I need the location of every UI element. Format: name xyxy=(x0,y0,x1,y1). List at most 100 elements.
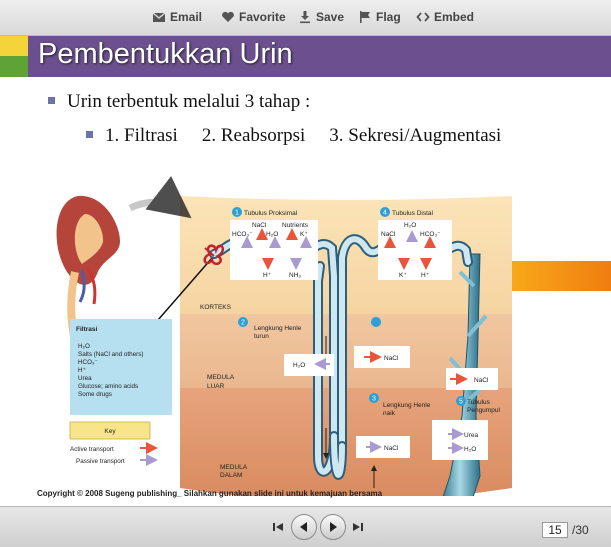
diagram-label: HCO₃⁻ xyxy=(232,231,253,238)
diagram-label: NaCl xyxy=(252,222,267,229)
filtrasi-box xyxy=(70,319,172,415)
distal-box xyxy=(378,220,452,280)
envelope-icon xyxy=(152,12,166,22)
favorite-label: Favorite xyxy=(239,10,286,24)
nephron-diagram: 1 2 3 4 5 Tubulus Proksimal Tubulus Dist… xyxy=(56,176,512,496)
label-tubulus-pengumpul-1: Tubulus xyxy=(467,399,491,406)
embed-label: Embed xyxy=(434,10,475,24)
label-medula-luar-1: MEDULA xyxy=(207,374,235,381)
flag-icon xyxy=(360,11,370,23)
diagram-label: HCO₃⁻ xyxy=(420,231,441,238)
save-button[interactable]: Save xyxy=(298,10,344,24)
diagram-label: NaCl xyxy=(381,231,396,238)
title-bar: Pembentukkan Urin xyxy=(0,36,611,77)
last-slide-button[interactable] xyxy=(351,518,365,536)
filtrasi-title: Filtrasi xyxy=(76,326,98,333)
step-number-3: 3 xyxy=(372,396,376,403)
label-tubulus-proksimal: Tubulus Proksimal xyxy=(244,210,298,217)
diagram-label: NaCl xyxy=(384,355,399,362)
bullet-steps: 1. Filtrasi 2. Reabsorpsi 3. Sekresi/Augme… xyxy=(86,125,501,147)
key-title: Key xyxy=(104,428,116,435)
arrow-right-icon xyxy=(330,522,337,532)
label-tubulus-pengumpul-2: Pengumpul xyxy=(467,407,500,414)
pointer-arrow xyxy=(128,176,192,219)
diagram-label: HCO₃⁻ xyxy=(78,359,98,366)
step-number-1: 1 xyxy=(235,210,239,217)
diagram-label: K⁺ xyxy=(399,272,407,279)
label-lengkung-turun-2: turun xyxy=(254,333,269,340)
arrow-left-icon xyxy=(300,522,307,532)
total-pages: /30 xyxy=(572,523,589,537)
bullet-square-icon xyxy=(48,97,55,105)
title-accent-green xyxy=(0,56,28,77)
current-page-field[interactable]: 15 xyxy=(542,522,568,538)
diagram-label: Glucose; amino acids xyxy=(78,383,138,390)
label-lengkung-naik-2: naik xyxy=(383,410,396,417)
diagram-label: Urea xyxy=(464,432,478,439)
diagram-label: H₂O xyxy=(404,222,416,229)
glomerulus xyxy=(203,244,225,266)
diagram-label: Salts (NaCl and others) xyxy=(78,351,143,358)
previous-slide-button[interactable] xyxy=(291,514,317,540)
title-accent-yellow xyxy=(0,36,28,56)
skip-back-icon xyxy=(273,523,283,531)
diagram-label: H⁺ xyxy=(263,272,272,279)
kidney-illustration xyxy=(56,195,120,337)
label-medula-dalam-1: MEDULA xyxy=(220,464,248,471)
bullet-square-icon xyxy=(86,131,93,139)
heart-icon xyxy=(222,11,234,22)
flag-button[interactable]: Flag xyxy=(358,10,401,24)
key-box xyxy=(69,421,151,440)
embed-button[interactable]: Embed xyxy=(416,10,474,24)
step-number-5: 5 xyxy=(459,399,463,406)
key-active: Active transport xyxy=(70,446,114,453)
slide-title: Pembentukkan Urin xyxy=(38,38,293,70)
diagram-label: H⁺ xyxy=(421,272,430,279)
step-reabsorpsi: 2. Reabsorpsi xyxy=(201,125,306,146)
step-marker-1 xyxy=(232,207,242,217)
email-button[interactable]: Email xyxy=(152,10,202,24)
step-number-4: 4 xyxy=(383,210,387,217)
label-korteks: KORTEKS xyxy=(200,304,232,311)
first-slide-button[interactable] xyxy=(271,518,285,536)
glomerulus-pointer xyxy=(157,257,213,321)
label-lengkung-turun-1: Lengkung Henle xyxy=(254,325,302,332)
orange-side-tab[interactable] xyxy=(512,261,611,291)
step-marker-3 xyxy=(369,393,379,403)
key-passive: Passive transport xyxy=(76,458,125,465)
diagram-label: H⁺ xyxy=(78,367,86,374)
download-icon xyxy=(300,11,310,24)
label-medula-luar-2: LUAR xyxy=(207,383,225,390)
slide: Pembentukkan Urin Urin terbentuk melalui… xyxy=(0,36,611,506)
diagram-label: Nutrients xyxy=(282,222,309,229)
next-slide-button[interactable] xyxy=(320,514,346,540)
copyright-text: Copyright © 2008 Sugeng publishing_ Sila… xyxy=(37,489,383,498)
diagram-label: Urea xyxy=(78,375,92,382)
flag-label: Flag xyxy=(376,10,401,24)
diagram-label: Some drugs xyxy=(78,391,112,398)
step-sekresi: 3. Sekresi/Augmentasi xyxy=(329,125,502,146)
label-medula-dalam-2: DALAM xyxy=(220,472,242,479)
step-number-2: 2 xyxy=(241,320,245,327)
label-tubulus-distal: Tubulus Distal xyxy=(392,210,433,217)
diagram-label: NH₃ xyxy=(289,272,301,279)
diagram-label: K⁺ xyxy=(300,231,308,238)
favorite-button[interactable]: Favorite xyxy=(221,10,286,24)
email-label: Email xyxy=(170,10,203,24)
save-label: Save xyxy=(316,10,345,24)
proximal-box xyxy=(230,220,318,280)
diagram-label: NaCl xyxy=(384,445,399,452)
bullet-main-text: Urin terbentuk melalui 3 tahap : xyxy=(67,91,311,112)
step-marker-5 xyxy=(456,396,466,406)
navigation-bar: 15 /30 xyxy=(0,506,611,547)
skip-forward-icon xyxy=(353,523,363,531)
step-marker-2 xyxy=(238,317,248,327)
bullet-main: Urin terbentuk melalui 3 tahap : xyxy=(48,91,310,113)
diagram-label: H₂O xyxy=(464,446,476,453)
diagram-label: H₂O xyxy=(78,343,90,350)
step-filtrasi: 1. Filtrasi xyxy=(105,125,178,146)
code-brackets-icon xyxy=(416,12,430,22)
top-toolbar: Email Favorite Save Flag Embed xyxy=(0,0,611,36)
diagram-label: H₂O xyxy=(293,362,305,369)
diagram-label: H₂O xyxy=(266,231,278,238)
